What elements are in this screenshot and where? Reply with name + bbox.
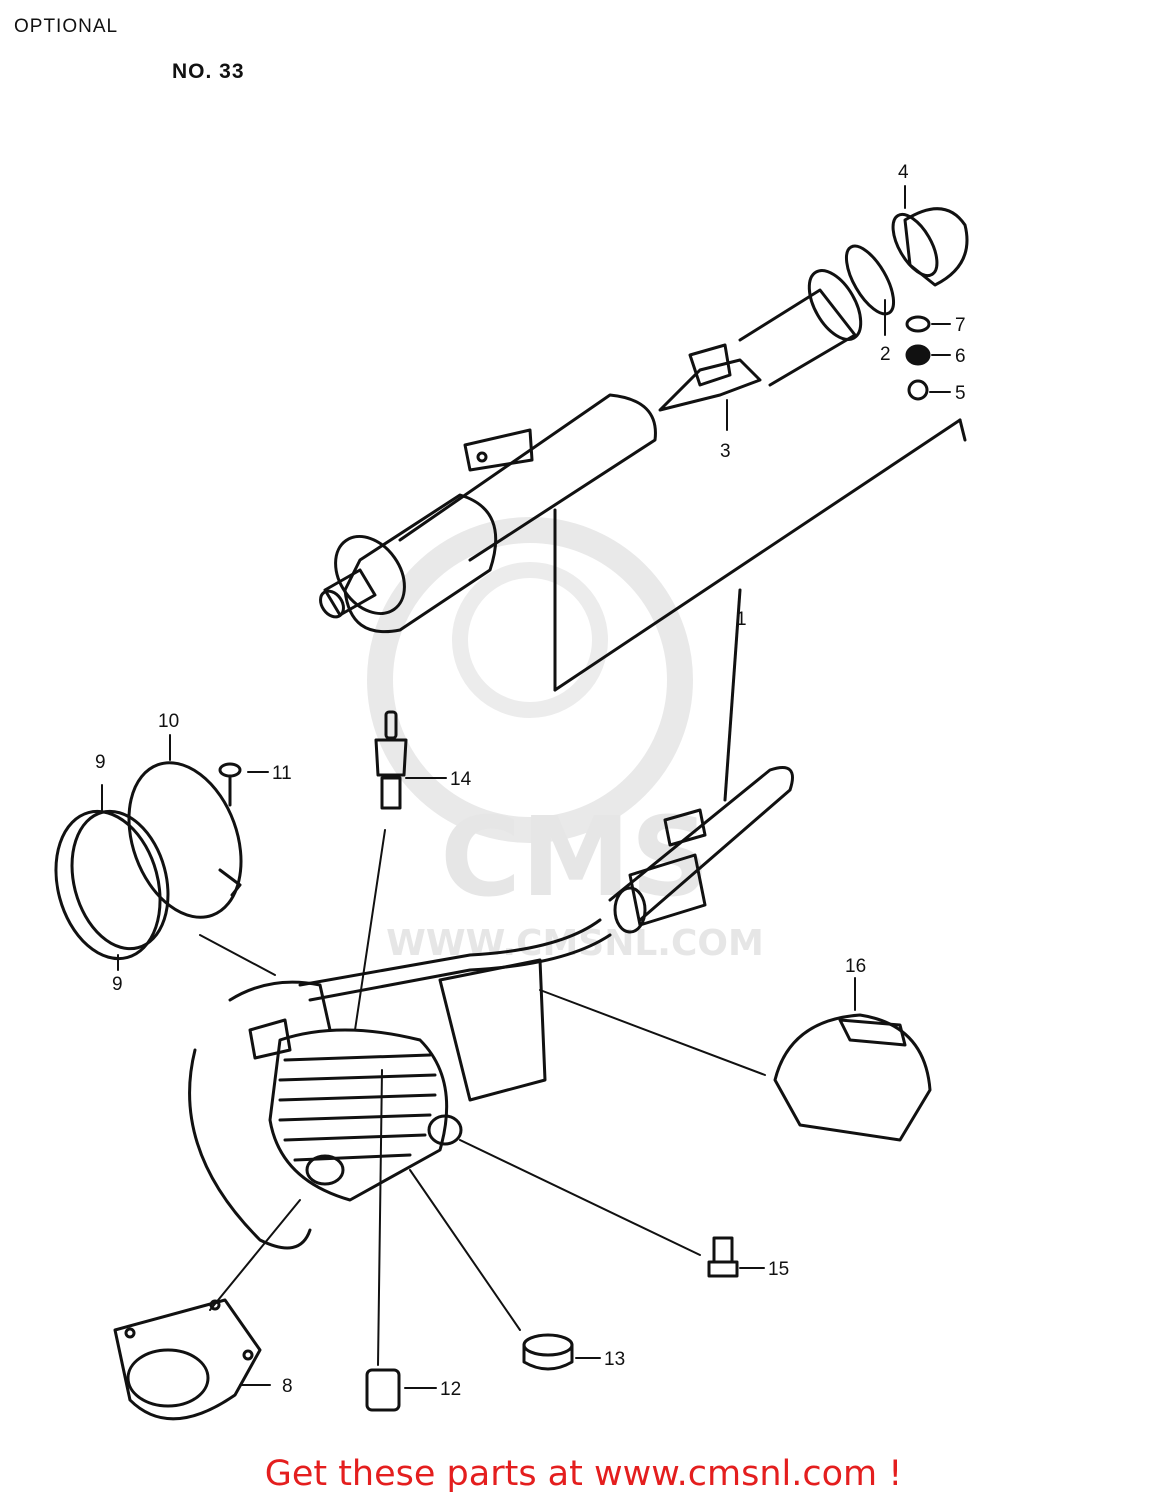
callout-1: 1: [736, 609, 747, 630]
callout-10: 10: [158, 711, 179, 732]
callout-11: 11: [272, 763, 292, 784]
exhaust-pipe-part: [298, 766, 794, 1002]
inner-tube-part: [738, 269, 863, 387]
optional-label: OPTIONAL: [14, 16, 119, 37]
end-cap-part: [891, 207, 969, 287]
cap-part: [365, 1368, 401, 1412]
cover-part: [773, 1013, 932, 1142]
bolt-part-15: [707, 1236, 739, 1278]
footer-link[interactable]: Get these parts at www.cmsnl.com !: [264, 1454, 903, 1494]
callout-4: 4: [898, 162, 909, 183]
rubber-mount-part: [522, 1333, 574, 1371]
leader-lines: [101, 185, 951, 1389]
callout-13: 13: [604, 1349, 625, 1370]
washer-part-7: [905, 315, 931, 333]
nut-part-6: [905, 344, 931, 366]
callout-2: 2: [880, 344, 891, 365]
figure-number: NO. 33: [172, 60, 245, 83]
callout-15: 15: [768, 1259, 789, 1280]
callout-9-bottom: 9: [112, 974, 123, 995]
gasket-ring-part: [844, 244, 896, 316]
flange-part: [113, 1298, 262, 1421]
baffle-part: [658, 343, 762, 412]
callout-12: 12: [440, 1379, 461, 1400]
clamp-ring-part: [54, 809, 170, 961]
callout-9-top: 9: [95, 752, 106, 773]
spark-plug-part: [374, 710, 408, 810]
watermark-logo: CMS WWW.CMSNL.COM: [367, 517, 764, 964]
bracket-line: [958, 418, 967, 442]
callout-14: 14: [450, 769, 472, 790]
callout-labels: 1 2 3 4 5 6 7 8 9 9 10 11 12 13 14 15 16: [95, 162, 966, 1400]
callout-3: 3: [720, 441, 731, 462]
screw-part: [218, 762, 242, 807]
muffler-part: [319, 393, 657, 634]
watermark-brand: CMS: [440, 793, 709, 921]
callout-8: 8: [282, 1376, 293, 1397]
engine-part: [188, 958, 547, 1250]
bolt-part-5: [907, 379, 929, 401]
watermark-url: WWW.CMSNL.COM: [386, 923, 764, 964]
leader-line: [723, 588, 742, 802]
bracket-line: [553, 418, 962, 692]
callout-7: 7: [955, 315, 966, 336]
clamp-band-part: [127, 761, 243, 919]
callout-6: 6: [955, 346, 966, 367]
callout-16: 16: [845, 956, 866, 977]
callout-5: 5: [955, 383, 966, 404]
